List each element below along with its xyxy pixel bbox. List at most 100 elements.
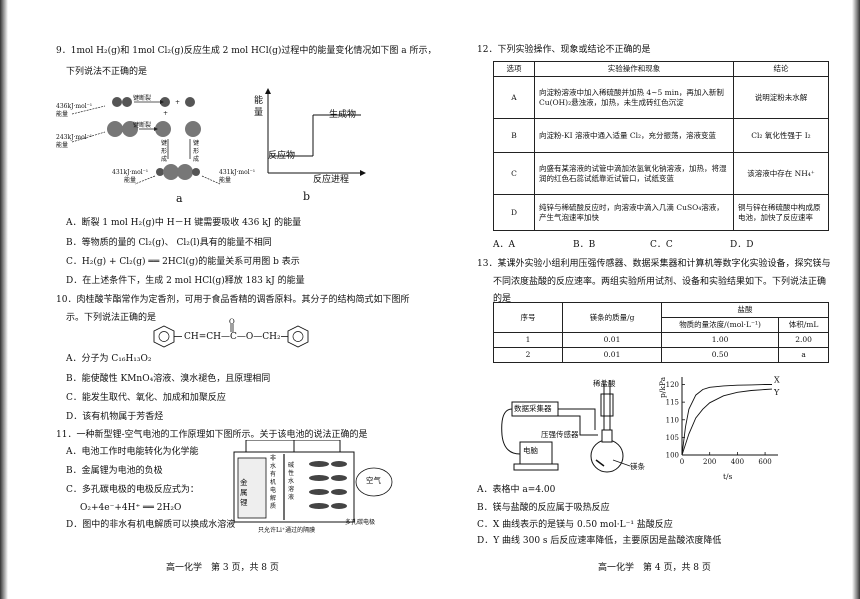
q12-stem: 12．下列实验操作、现象或结论不正确的是 [477, 45, 651, 55]
chart-y-tick-label: 110 [666, 416, 679, 424]
fig-b-yaxis: 能量 [254, 96, 264, 118]
svg-text:+: + [175, 99, 180, 106]
q9-stem: 9．1mol H₂(g)和 1mol Cl₂(g)反应生成 2 mol HCl(… [56, 46, 437, 56]
label-431-left-energy: 能量 [124, 177, 137, 184]
air-bubble [355, 467, 393, 497]
chart-y-tick-label: 105 [666, 434, 679, 442]
series-line-X [681, 384, 772, 456]
q12-option-a[interactable]: A．A [493, 240, 515, 250]
q11-equation: O₂+4e⁻+4H⁺ ══ 2H₂O [80, 503, 182, 513]
header-conc: 物质的量浓度/(mol·L⁻¹) [660, 317, 780, 333]
header-conclusion: 结论 [733, 61, 829, 77]
q13-option-d[interactable]: D．Y 曲线 300 s 后反应速率降低，主要原因是盐酸浓度降低 [477, 536, 722, 546]
dropping-funnel [600, 393, 614, 417]
series-label-X: X [774, 376, 780, 385]
q13-stem-2: 不同浓度盐酸的反应速率。两组实验所用试剂、设备和实验结果如下。下列说法正确 [493, 277, 827, 287]
q10-stem-2: 示。下列说法正确的是 [66, 313, 157, 323]
label-metal-li: 金属锂 [240, 478, 248, 507]
header-option: 选项 [493, 61, 535, 77]
chart-x-tick-label: 0 [680, 458, 684, 466]
row-b-label: B [493, 118, 535, 153]
cell: 2 [493, 347, 563, 363]
cell: 0.50 [660, 347, 780, 363]
q12-table: 选项 实验操作和现象 结论 A 向淀粉溶液中加入稀硫酸并加热 4~5 min，再… [493, 61, 829, 231]
q13-option-a[interactable]: A．表格中 a=4.00 [477, 485, 556, 495]
label-243-energy: 能量 [56, 142, 69, 149]
q10-option-a[interactable]: A．分子为 C₁₆H₁₃O₂ [66, 354, 152, 364]
q9-option-d[interactable]: D．在上述条件下，生成 2 mol HCl(g)释放 183 kJ 的能量 [66, 276, 305, 286]
table-row: 1 0.01 1.00 2.00 [493, 332, 829, 348]
q9-option-c[interactable]: C．H₂(g) + Cl₂(g) ══ 2HCl(g)的能量关系可用图 b 表示 [66, 257, 300, 267]
label-431-right-energy: 能量 [219, 177, 232, 184]
cell: 1 [493, 332, 563, 348]
q9-option-b[interactable]: B．等物质的量的 Cl₂(g)、 Cl₂(l)具有的能量不相同 [66, 238, 272, 248]
header-operation: 实验操作和现象 [534, 61, 734, 77]
q12-table-header: 选项 实验操作和现象 结论 [493, 61, 829, 77]
q10-option-c[interactable]: C．能发生取代、氧化、加成和加聚反应 [66, 393, 226, 403]
table-row: A 向淀粉溶液中加入稀硫酸并加热 4~5 min，再加入新制 Cu(OH)₂悬浊… [493, 76, 829, 119]
label-computer: 电脑 [523, 446, 538, 455]
q10-option-d[interactable]: D．该有机物属于芳香烃 [66, 412, 164, 422]
row-b-conclusion: Cl₂ 氧化性强于 I₂ [733, 118, 829, 153]
label-organic-electrolyte: 非水有机电解质 [270, 455, 277, 510]
header-no: 序号 [493, 302, 563, 333]
q12-option-c[interactable]: C．C [650, 240, 673, 250]
label-436-energy: 能量 [56, 111, 69, 118]
q11-option-a[interactable]: A．电池工作时电能转化为化学能 [66, 447, 199, 457]
molecule-cl2 [107, 121, 201, 137]
q12-option-d[interactable]: D．D [730, 240, 754, 250]
label-bond-break-1: 键断裂 [133, 95, 152, 102]
chart-y-tick-label: 100 [666, 452, 679, 460]
label-243: 243kJ·mol⁻¹ [56, 134, 93, 141]
label-431-left: 431kJ·mol⁻¹ [112, 169, 149, 176]
row-b-operation: 向淀粉-KI 溶液中通入适量 Cl₂，充分振荡，溶液变蓝 [534, 118, 734, 153]
figure-a-caption: a [176, 192, 183, 205]
q13-stem: 13．某课外实验小组利用压强传感器、数据采集器和计算机等数字化实验设备，探究镁与 [477, 259, 831, 269]
q11-option-b[interactable]: B．金属锂为电池的负极 [66, 466, 163, 476]
label-carbon-electrode: 多孔碳电极 [345, 519, 376, 526]
cell: a [778, 347, 829, 363]
header-acid: 盐酸 [661, 302, 829, 318]
chart-xlabel: t/s [723, 472, 733, 481]
row-a-operation: 向淀粉溶液中加入稀硫酸并加热 4~5 min，再加入新制 Cu(OH)₂悬浊液，… [534, 76, 734, 119]
cinnamate-structure [153, 324, 309, 348]
figure-b-caption: b [303, 190, 311, 203]
header-mass: 镁条的质量/g [562, 302, 662, 333]
q11-option-d[interactable]: D．图中的非水有机电解质可以换成水溶液 [66, 520, 236, 530]
q13-stem-3: 的是 [493, 294, 512, 304]
apparatus-figure [501, 380, 631, 473]
cell: 0.01 [562, 332, 662, 348]
q9-option-a[interactable]: A．断裂 1 mol H₂(g)中 H－H 键需要吸收 436 kJ 的能量 [66, 218, 302, 228]
q11-option-c[interactable]: C．多孔碳电极的电极反应式为： [66, 485, 199, 495]
label-sensor: 压强传感器 [541, 430, 579, 439]
row-c-operation: 向盛有某溶液的试管中滴加浓氢氧化钠溶液，加热，将湿润的红色石蕊试纸靠近试管口，试… [534, 152, 734, 195]
carbonyl-oxygen: O [229, 318, 235, 326]
cell: 1.00 [660, 332, 780, 348]
q13-header-row-2: 物质的量浓度/(mol·L⁻¹) 体积/mL [494, 317, 829, 333]
scan-edge-right [852, 0, 860, 599]
label-bond-form-right: 键形成 [193, 140, 200, 163]
battery-figure [233, 440, 393, 523]
table-row: 2 0.01 0.50 a [493, 347, 829, 363]
row-d-conclusion: 铜与锌在稀硫酸中构成原电池，加快了反应速率 [733, 194, 829, 231]
label-bond-break-2: 键断裂 [133, 122, 152, 129]
q10-option-b[interactable]: B．能使酸性 KMnO₄溶液、溴水褪色，且原理相同 [66, 374, 271, 384]
q12-option-b[interactable]: B．B [573, 240, 596, 250]
q13-option-c[interactable]: C．X 曲线表示的是镁与 0.50 mol·L⁻¹ 盐酸反应 [477, 520, 673, 530]
fig-b-product: 生成物 [329, 110, 357, 120]
series-label-Y: Y [773, 388, 780, 397]
q11-stem: 11．一种新型锂-空气电池的工作原理如下图所示。关于该电池的说法正确的是 [56, 430, 368, 440]
row-d-label: D [493, 194, 535, 231]
label-mg: 镁条 [630, 462, 645, 471]
cell: 0.01 [562, 347, 662, 363]
q10-stem: 10．肉桂酸苄酯常作为定香剂，可用于食品香精的调香原料。其分子的结构简式如下图所 [56, 295, 410, 305]
scan-edge-left [0, 0, 8, 599]
q13-option-b[interactable]: B．镁与盐酸的反应属于吸热反应 [477, 503, 610, 513]
row-a-conclusion: 说明淀粉未水解 [733, 76, 829, 119]
fig-b-xaxis: 反应进程 [313, 175, 350, 185]
chart-ylabel: p/kPa [658, 376, 667, 398]
chart-y-tick-label: 120 [666, 381, 679, 389]
row-c-conclusion: 该溶液中存在 NH₄⁺ [733, 152, 829, 195]
chart-x-tick-label: 600 [758, 458, 771, 466]
